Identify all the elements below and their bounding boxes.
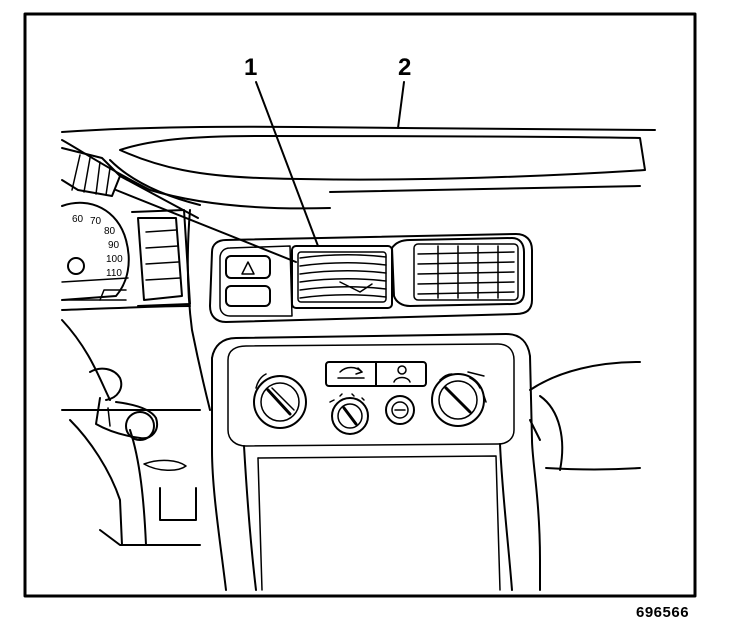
tick-label: 60 [72,214,84,225]
speedometer: 60 70 80 90 100 110 [61,201,130,301]
tick-label: 90 [108,240,120,251]
dashboard-top [61,125,656,210]
passenger-center-vent [391,237,525,307]
dashboard-right-body [529,361,641,471]
center-stack [211,333,541,591]
leader-line-1 [255,81,319,247]
tick-label: 80 [104,226,116,237]
hazard-icon [241,261,255,275]
recirculation-icon [337,366,365,379]
center-upper-panel [209,233,533,323]
figure-number: 696566 [636,604,690,621]
mode-knob[interactable] [431,371,487,427]
left-side-vent [131,209,191,307]
face-vent-icon [393,365,411,383]
mode-selector-window [325,361,427,387]
dashboard-left-body [61,209,211,546]
tick-label: 70 [90,216,102,227]
ac-icon [391,401,409,419]
callout-number-1: 1 [244,54,258,81]
tick-label: 100 [106,254,123,265]
ac-button[interactable] [385,395,415,425]
leader-line-2 [397,81,405,129]
temperature-knob[interactable] [253,373,307,429]
tick-label: 110 [106,268,122,279]
speedometer-ticks: 60 70 80 90 100 110 [72,214,123,279]
callout-leaders [255,81,405,247]
center-vent [291,245,393,309]
figure-border [23,12,697,598]
turn-signal-stalk [89,367,158,441]
hazard-button[interactable] [225,255,271,279]
lower-dash-left [99,459,201,546]
blank-switch[interactable] [225,285,271,307]
fan-speed-knob[interactable] [329,393,369,435]
callout-number-2: 2 [398,54,412,81]
